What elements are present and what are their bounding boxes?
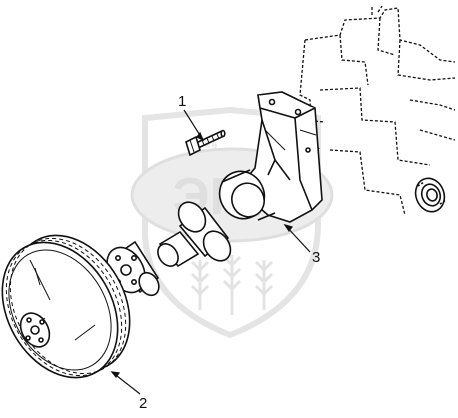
callout-2: 2 <box>139 395 147 412</box>
watermark-small-text: ™ ® ® <box>196 142 218 150</box>
callout-1: 1 <box>178 93 186 110</box>
crankshaft-seal <box>414 177 447 213</box>
leader-lines <box>110 109 311 395</box>
shaft-sleeve <box>157 201 232 268</box>
pulley <box>1 234 131 379</box>
housing-bracket <box>218 91 323 223</box>
bolt <box>185 129 226 157</box>
callout-3: 3 <box>312 249 320 266</box>
hub-spacer <box>106 240 160 297</box>
